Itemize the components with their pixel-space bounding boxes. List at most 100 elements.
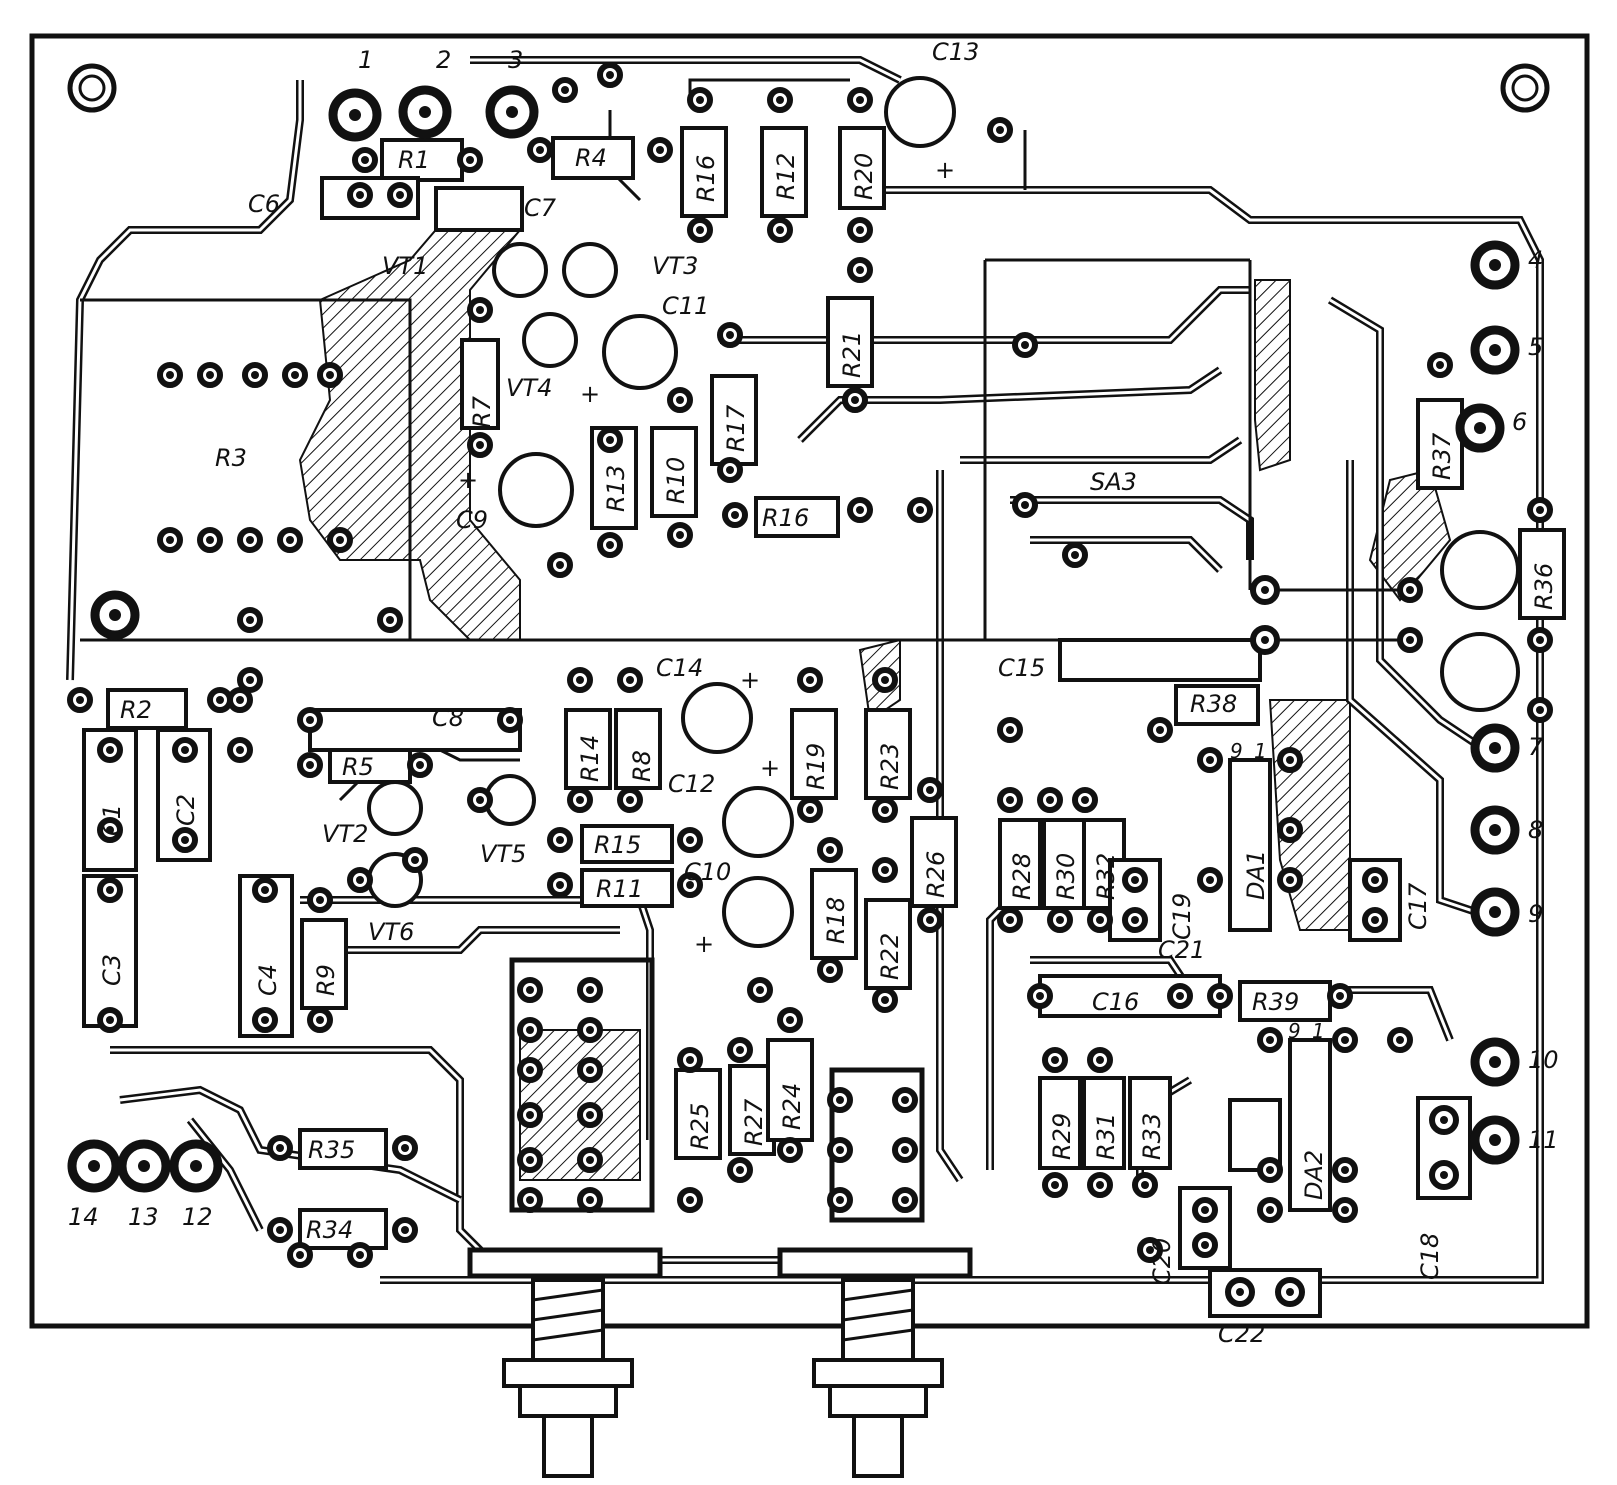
- label-vt2: VT2: [322, 820, 368, 848]
- label-r16-mid: R16: [762, 504, 809, 532]
- label-r17: R17: [722, 404, 750, 452]
- terminal-label-5: 5: [1528, 333, 1543, 361]
- label-r12: R12: [772, 153, 800, 200]
- label-c10: C10: [684, 858, 731, 886]
- pad-hole: [296, 1251, 304, 1259]
- label-c12: C12: [668, 770, 715, 798]
- label-r39: R39: [1252, 988, 1299, 1016]
- pad-hole: [576, 796, 584, 804]
- pad-hole: [106, 886, 114, 894]
- pad-hole: [276, 1226, 284, 1234]
- label-vt3: VT3: [652, 252, 698, 280]
- label-c2: C2: [172, 794, 200, 826]
- pad-hole: [881, 806, 889, 814]
- terminal-label-13: 13: [128, 1203, 159, 1231]
- pin-mark-da1-9: 9: [1230, 739, 1243, 763]
- ic-bodies: [1228, 758, 1332, 1212]
- label-r4: R4: [575, 144, 607, 172]
- pad-hole: [1021, 341, 1029, 349]
- label-r34: R34: [306, 1216, 353, 1244]
- pad-hole: [1051, 1181, 1059, 1189]
- label-r7: R7: [468, 395, 496, 428]
- pad-hole: [1206, 756, 1214, 764]
- terminal-label-4: 4: [1528, 246, 1543, 274]
- plus-mark-c11: +: [580, 380, 600, 408]
- label-r32: R32: [1092, 853, 1120, 900]
- label-r8: R8: [628, 750, 656, 782]
- label-r23: R23: [876, 743, 904, 790]
- pad-hole: [536, 146, 544, 154]
- label-r5: R5: [342, 753, 374, 781]
- label-c18: C18: [1416, 1233, 1444, 1280]
- electrolytic-caps: [498, 76, 1520, 948]
- terminal-label-10: 10: [1528, 1046, 1559, 1074]
- pad-hole: [776, 96, 784, 104]
- pad-hole: [291, 371, 299, 379]
- pad-hole: [251, 371, 259, 379]
- pad-hole: [1131, 876, 1139, 884]
- pad-hole: [1131, 916, 1139, 924]
- terminal-label-7: 7: [1528, 733, 1544, 761]
- pad-hole: [786, 1016, 794, 1024]
- label-c3: C3: [98, 954, 126, 986]
- pad-hole: [526, 1111, 534, 1119]
- pad-hole: [1046, 796, 1054, 804]
- pad-hole: [836, 1096, 844, 1104]
- pad-hole: [166, 371, 174, 379]
- pad-hole: [261, 1016, 269, 1024]
- label-c9: C9: [456, 506, 488, 534]
- label-r24: R24: [778, 1083, 806, 1130]
- label-r11: R11: [596, 875, 643, 903]
- pad-hole: [206, 371, 214, 379]
- plus-mark-c9: +: [458, 466, 478, 494]
- pad-hole: [246, 536, 254, 544]
- pad-hole: [1371, 876, 1379, 884]
- pad-hole: [686, 1196, 694, 1204]
- label-c15: C15: [998, 654, 1045, 682]
- pad-hole: [1406, 636, 1414, 644]
- pad-hole: [656, 146, 664, 154]
- pad-hole: [686, 1056, 694, 1064]
- pad-hole: [856, 96, 864, 104]
- pad-hole: [1266, 1166, 1274, 1174]
- pad-hole: [181, 746, 189, 754]
- pad-hole: [856, 506, 864, 514]
- pad-hole: [356, 1251, 364, 1259]
- label-r38: R38: [1190, 690, 1237, 718]
- pad-hole: [606, 541, 614, 549]
- plus-mark-c10: +: [694, 930, 714, 958]
- pad-hole: [1286, 876, 1294, 884]
- pad-hole: [466, 156, 474, 164]
- pad-hole: [216, 696, 224, 704]
- pad-hole: [736, 1046, 744, 1054]
- label-c20: C20: [1148, 1238, 1176, 1285]
- pad-hole: [356, 191, 364, 199]
- pad-hole: [1336, 992, 1344, 1000]
- pad-hole: [316, 896, 324, 904]
- pad-hole: [1141, 1181, 1149, 1189]
- pad-hole: [1216, 992, 1224, 1000]
- pad-hole: [1286, 756, 1294, 764]
- pad-hole: [206, 536, 214, 544]
- pad-hole: [916, 506, 924, 514]
- pad-hole: [261, 886, 269, 894]
- label-r9: R9: [312, 964, 340, 996]
- pad-hole: [1036, 992, 1044, 1000]
- pad-hole: [106, 1016, 114, 1024]
- pin-mark-da2-9: 9: [1288, 1019, 1301, 1043]
- pad-hole: [526, 1066, 534, 1074]
- pad-hole: [181, 836, 189, 844]
- pad-hole: [1071, 551, 1079, 559]
- label-da1: DA1: [1242, 850, 1270, 900]
- label-r10: R10: [662, 457, 690, 504]
- pad-hole: [586, 1156, 594, 1164]
- pad-hole: [1341, 1206, 1349, 1214]
- pad-hole: [1536, 636, 1544, 644]
- pad-hole: [401, 1144, 409, 1152]
- pad-hole: [856, 226, 864, 234]
- pad-hole: [826, 846, 834, 854]
- label-r2: R2: [120, 696, 152, 724]
- pad-hole: [476, 796, 484, 804]
- pad-hole: [1440, 1116, 1448, 1124]
- pad-hole: [236, 746, 244, 754]
